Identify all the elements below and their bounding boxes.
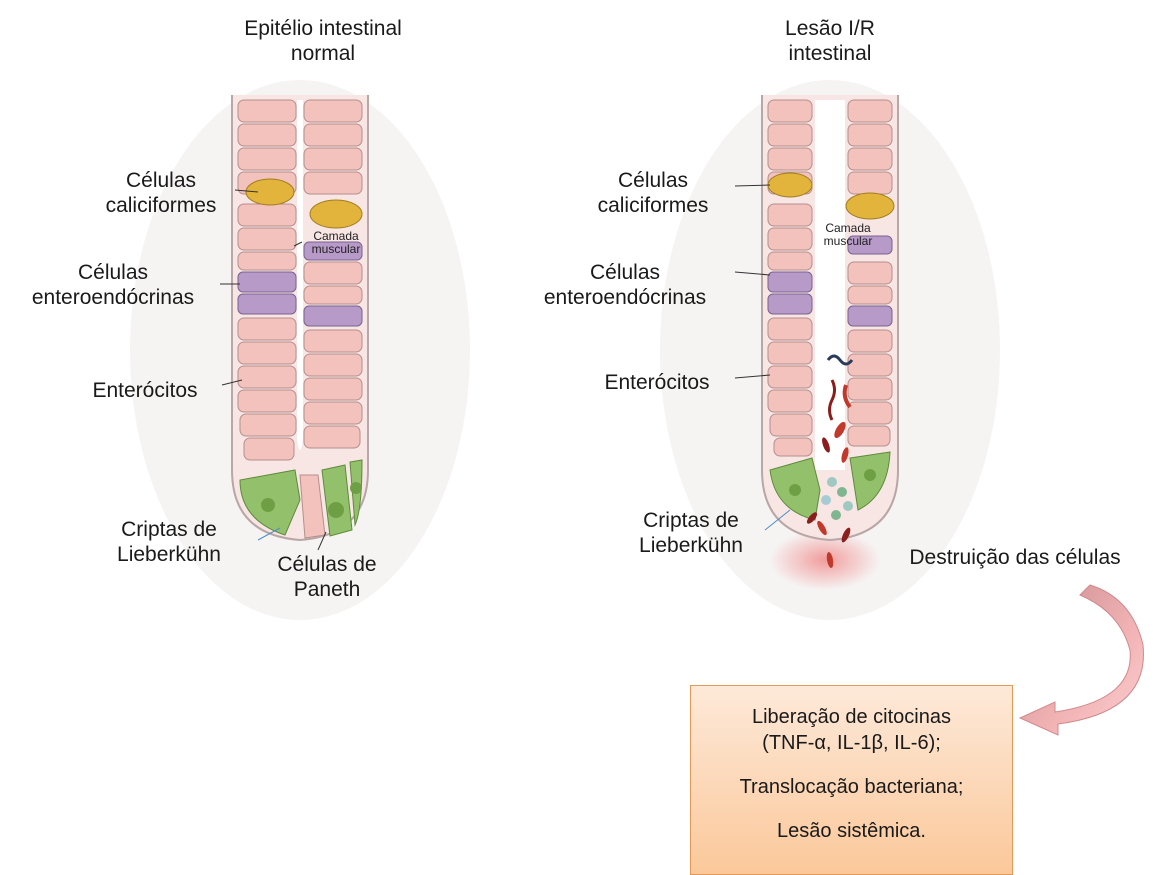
paneth-label: Células de Paneth [252,552,402,602]
injury-title: Lesão I/R intestinal [760,16,900,66]
destruction-text: Destruição das células [880,545,1150,570]
injury-goblet-line2: caliciformes [578,193,728,218]
outcome-box: Liberação de citocinas (TNF-α, IL-1β, IL… [690,685,1013,875]
normal-enterocytes-text: Enterócitos [70,378,220,403]
injury-goblet-label: Células caliciformes [578,168,728,218]
normal-crypts-label: Criptas de Lieberkühn [96,517,242,567]
normal-title: Epitélio intestinal normal [216,16,430,66]
normal-muscle-label: Camada muscular [300,230,372,256]
normal-enteroendocrine-line2: enteroendócrinas [0,285,226,310]
normal-right-enterocytes [304,100,362,448]
normal-crypt [220,95,368,550]
paneth-line1: Células de [252,552,402,577]
normal-title-line1: Epitélio intestinal [216,16,430,41]
injury-muscle-line2: muscular [812,235,884,248]
normal-goblet-line1: Células [86,168,236,193]
injury-title-line1: Lesão I/R [760,16,900,41]
destruction-label: Destruição das células [880,545,1150,570]
injury-left-goblet-cell [768,173,812,197]
normal-goblet-label: Células caliciformes [86,168,236,218]
normal-crypts-line2: Lieberkühn [96,542,242,567]
normal-enteroendocrine-label: Células enteroendócrinas [0,260,226,310]
injury-enteroendocrine-label: Células enteroendócrinas [512,260,738,310]
outcome-translocation: Translocação bacteriana; [691,774,1012,800]
normal-muscle-line2: muscular [300,243,372,256]
normal-crypts-line1: Criptas de [96,517,242,542]
outcome-cytokines: Liberação de citocinas [691,704,1012,730]
injury-enteroendocrine-line2: enteroendócrinas [512,285,738,310]
injury-crypts-line1: Criptas de [618,508,764,533]
normal-enterocytes-label: Enterócitos [70,378,220,403]
normal-title-line2: normal [216,41,430,66]
injury-crypts-line2: Lieberkühn [618,533,764,558]
injury-enterocytes-label: Enterócitos [582,370,732,395]
outcome-systemic-injury: Lesão sistêmica. [691,818,1012,844]
normal-enteroendocrine-line1: Células [0,260,226,285]
injury-goblet-line1: Células [578,168,728,193]
injury-right-enterocytes [848,100,892,446]
injury-enteroendocrine-line1: Células [512,260,738,285]
injury-enterocytes-text: Enterócitos [582,370,732,395]
curved-arrow-icon [1020,585,1143,735]
injury-muscle-label: Camada muscular [812,222,884,248]
outcome-cytokine-list: (TNF-α, IL-1β, IL-6); [691,730,1012,756]
injury-title-line2: intestinal [760,41,900,66]
normal-goblet-line2: caliciformes [86,193,236,218]
normal-right-goblet-cell [310,200,362,228]
injury-crypts-label: Criptas de Lieberkühn [618,508,764,558]
injury-right-goblet-cell [846,193,894,219]
paneth-line2: Paneth [252,577,402,602]
